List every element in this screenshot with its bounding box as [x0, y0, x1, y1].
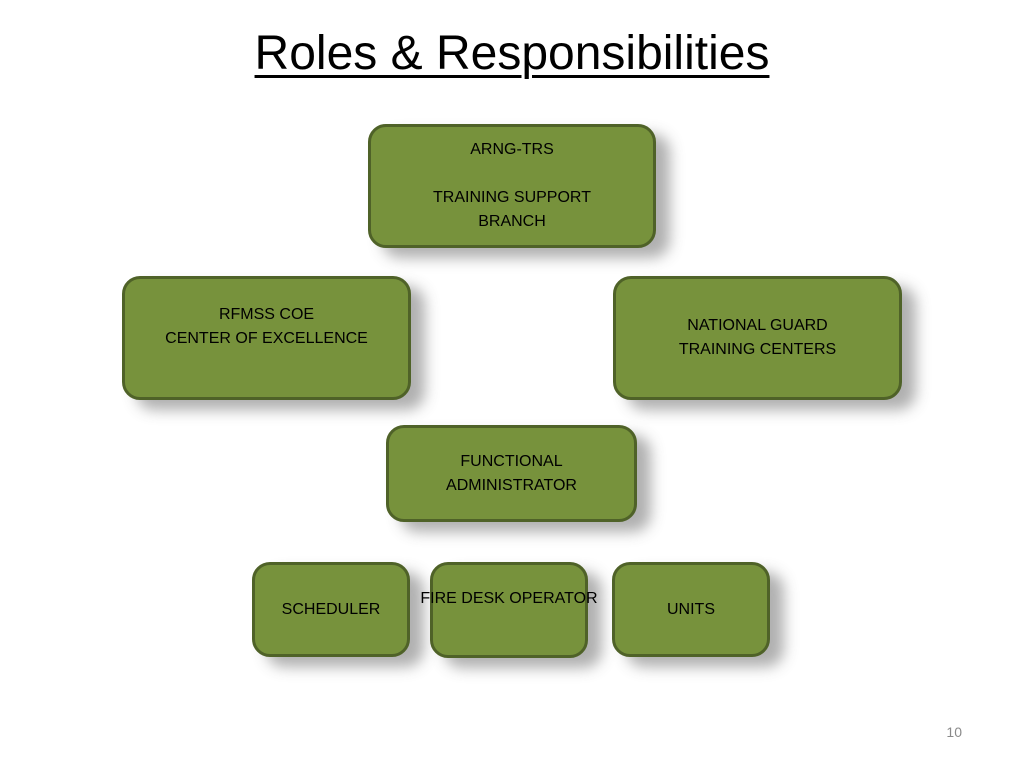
- box-arng-trs: ARNG-TRS TRAINING SUPPORT BRANCH: [368, 124, 656, 248]
- arng-trs-sublabel-2: BRANCH: [478, 213, 546, 230]
- fire-desk-operator-label: FIRE DESK OPERATOR: [420, 590, 598, 607]
- units-label: UNITS: [667, 600, 715, 618]
- box-rfmss-coe: RFMSS COE CENTER OF EXCELLENCE: [122, 276, 411, 400]
- box-scheduler: SCHEDULER: [252, 562, 410, 657]
- box-fire-desk-operator: FIRE DESK OPERATOR: [420, 562, 598, 658]
- ngtc-label-2: TRAINING CENTERS: [678, 341, 837, 358]
- slide-title: Roles & Responsibilities: [0, 22, 1024, 86]
- functional-admin-label-2: ADMINISTRATOR: [446, 476, 577, 494]
- rfmss-coe-label: RFMSS COE: [218, 306, 315, 323]
- arng-trs-sublabel-1: TRAINING SUPPORT: [433, 189, 591, 206]
- box-units: UNITS: [612, 562, 770, 657]
- rfmss-coe-sublabel: CENTER OF EXCELLENCE: [165, 330, 368, 347]
- box-functional-administrator: FUNCTIONAL ADMINISTRATOR: [386, 425, 637, 522]
- functional-admin-label-1: FUNCTIONAL: [460, 452, 563, 470]
- scheduler-label: SCHEDULER: [281, 600, 381, 618]
- page-number: 10: [946, 724, 962, 740]
- arng-trs-label: ARNG-TRS: [470, 141, 554, 158]
- slide-title-text: Roles & Responsibilities: [254, 27, 770, 80]
- ngtc-label-1: NATIONAL GUARD: [687, 317, 828, 334]
- box-national-guard-training-centers: NATIONAL GUARD TRAINING CENTERS: [613, 276, 902, 400]
